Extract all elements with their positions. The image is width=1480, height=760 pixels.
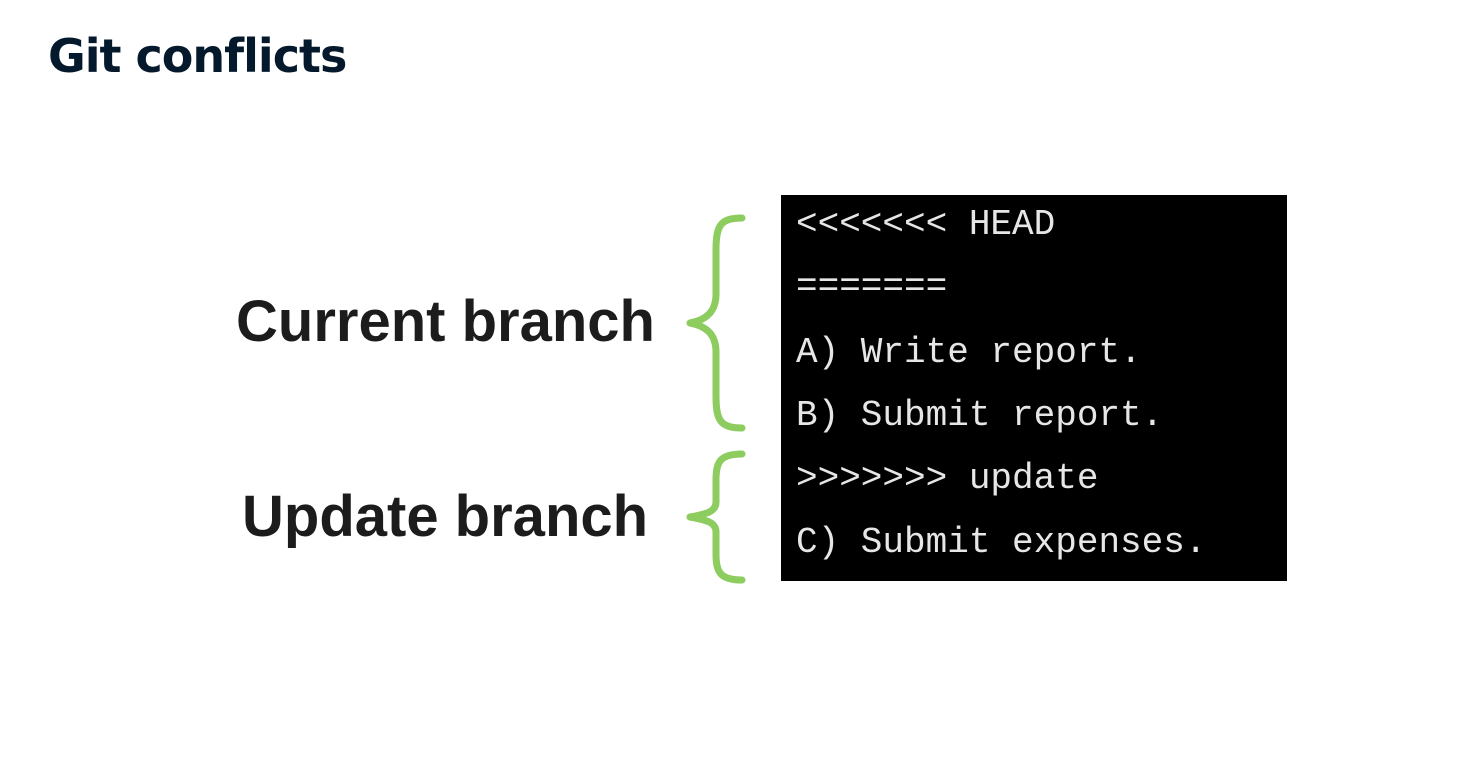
update-change-line: C) Submit expenses. — [796, 522, 1207, 563]
current-change-line: A) Write report. — [796, 332, 1142, 373]
current-branch-brace-icon — [686, 214, 746, 432]
current-branch-label: Current branch — [236, 289, 655, 354]
current-change-line: B) Submit report. — [796, 395, 1164, 436]
update-marker-line: >>>>>>> update — [796, 458, 1099, 499]
conflict-terminal: <<<<<<< HEAD ======= A) Write report. B)… — [781, 195, 1287, 581]
update-branch-label: Update branch — [242, 484, 649, 549]
update-branch-brace-icon — [686, 450, 746, 584]
separator-line: ======= — [796, 266, 948, 307]
page-title: Git conflicts — [48, 29, 347, 83]
head-marker-line: <<<<<<< HEAD — [796, 204, 1056, 245]
